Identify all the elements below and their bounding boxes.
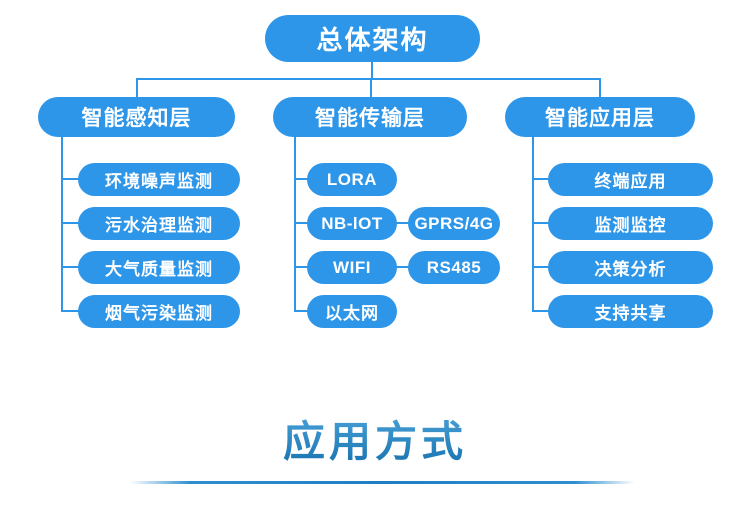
- link-nbiot-gprs: [396, 222, 409, 224]
- leaf-decision-analysis: 决策分析: [548, 251, 713, 284]
- leaf-monitoring-control: 监测监控: [548, 207, 713, 240]
- stub-l3-r3: [532, 266, 549, 268]
- root-node: 总体架构: [265, 15, 480, 62]
- section-title: 应用方式: [283, 408, 467, 469]
- stub-l1-r1: [61, 178, 79, 180]
- layer-node-application: 智能应用层: [505, 97, 695, 137]
- layer-node-transmission: 智能传输层: [273, 97, 467, 137]
- leaf-ethernet: 以太网: [307, 295, 397, 328]
- leaf-air-quality-monitoring: 大气质量监测: [78, 251, 240, 284]
- stub-l2-r2: [294, 222, 308, 224]
- leaf-rs485: RS485: [408, 251, 500, 284]
- footer-title-wrap: 应用方式: [0, 408, 750, 469]
- leaf-nbiot: NB-lOT: [307, 207, 397, 240]
- link-wifi-rs485: [396, 266, 409, 268]
- stub-l3-r1: [532, 178, 549, 180]
- stub-l3-r2: [532, 222, 549, 224]
- leaf-gprs4g: GPRS/4G: [408, 207, 500, 240]
- trunk-layer2: [294, 137, 296, 312]
- connector-drop-layer1: [136, 78, 138, 98]
- connector-root-vertical: [371, 62, 373, 79]
- stub-l1-r4: [61, 310, 79, 312]
- layer-node-perception: 智能感知层: [38, 97, 235, 137]
- leaf-noise-monitoring: 环境噪声监测: [78, 163, 240, 196]
- leaf-lora: LORA: [307, 163, 397, 196]
- trunk-layer3: [532, 137, 534, 312]
- connector-drop-layer3: [599, 78, 601, 98]
- leaf-terminal-application: 终端应用: [548, 163, 713, 196]
- leaf-wifi: WIFI: [307, 251, 397, 284]
- stub-l2-r3: [294, 266, 308, 268]
- stub-l1-r3: [61, 266, 79, 268]
- connector-main-horizontal: [136, 78, 601, 80]
- connector-drop-layer2: [370, 78, 372, 98]
- stub-l2-r1: [294, 178, 308, 180]
- stub-l3-r4: [532, 310, 549, 312]
- divider-line: [130, 481, 635, 484]
- stub-l1-r2: [61, 222, 79, 224]
- stub-l2-r4: [294, 310, 308, 312]
- trunk-layer1: [61, 137, 63, 312]
- leaf-sharing-support: 支持共享: [548, 295, 713, 328]
- leaf-flue-gas-monitoring: 烟气污染监测: [78, 295, 240, 328]
- leaf-sewage-monitoring: 污水治理监测: [78, 207, 240, 240]
